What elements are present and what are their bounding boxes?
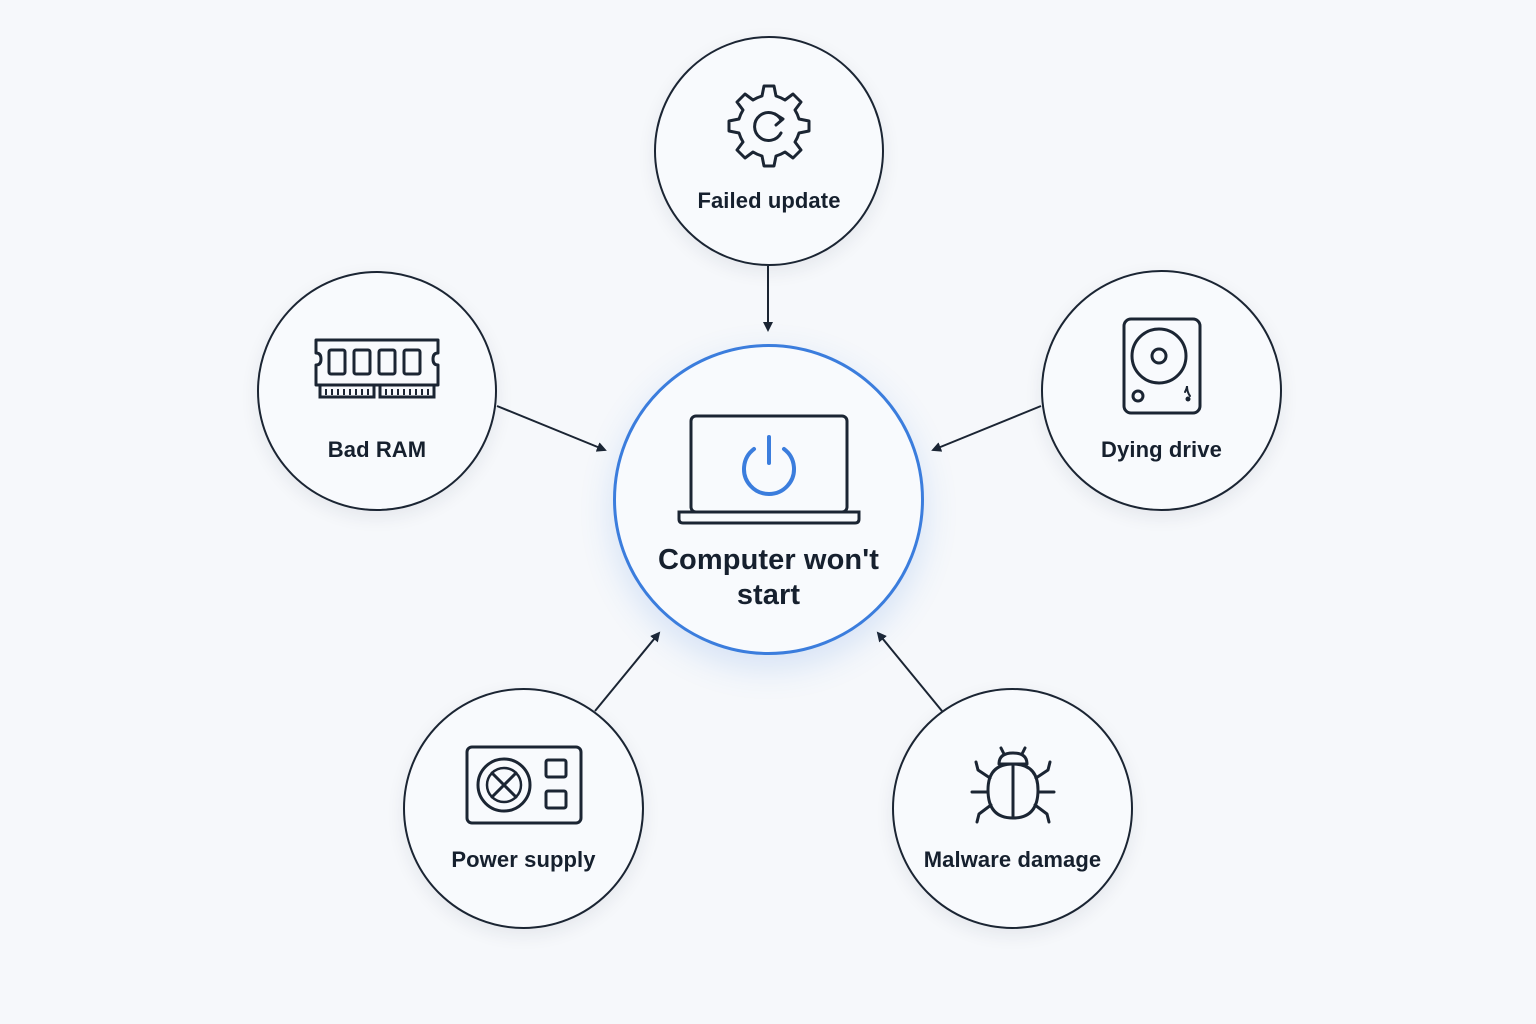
cause-label: Dying drive <box>1101 437 1222 462</box>
power-supply-icon <box>464 744 584 831</box>
cause-label: Malware damage <box>923 847 1102 872</box>
cause-label: Power supply <box>451 847 596 872</box>
cause-label: Bad RAM <box>327 437 427 462</box>
cause-node-power-supply: Power supply <box>403 688 644 929</box>
hard-drive-icon <box>1121 316 1203 421</box>
cause-node-bad-ram: Bad RAM <box>257 271 497 511</box>
cause-node-failed-update: Failed update <box>654 36 884 266</box>
arrow-ram-to-center <box>496 405 607 452</box>
ram-module-icon <box>312 337 442 408</box>
gear-refresh-icon <box>723 80 815 177</box>
cause-node-dying-drive: Dying drive <box>1041 270 1282 511</box>
cause-label: Failed update <box>697 188 841 213</box>
center-node: Computer won't start <box>613 344 924 655</box>
laptop-power-icon <box>677 413 861 532</box>
cause-node-malware-damage: Malware damage <box>892 688 1133 929</box>
center-label: Computer won't start <box>658 544 879 611</box>
arrow-drive-to-center <box>931 405 1042 452</box>
bug-icon <box>968 742 1058 831</box>
arrow-power-to-center <box>594 631 661 712</box>
arrow-malware-to-center <box>876 631 943 712</box>
